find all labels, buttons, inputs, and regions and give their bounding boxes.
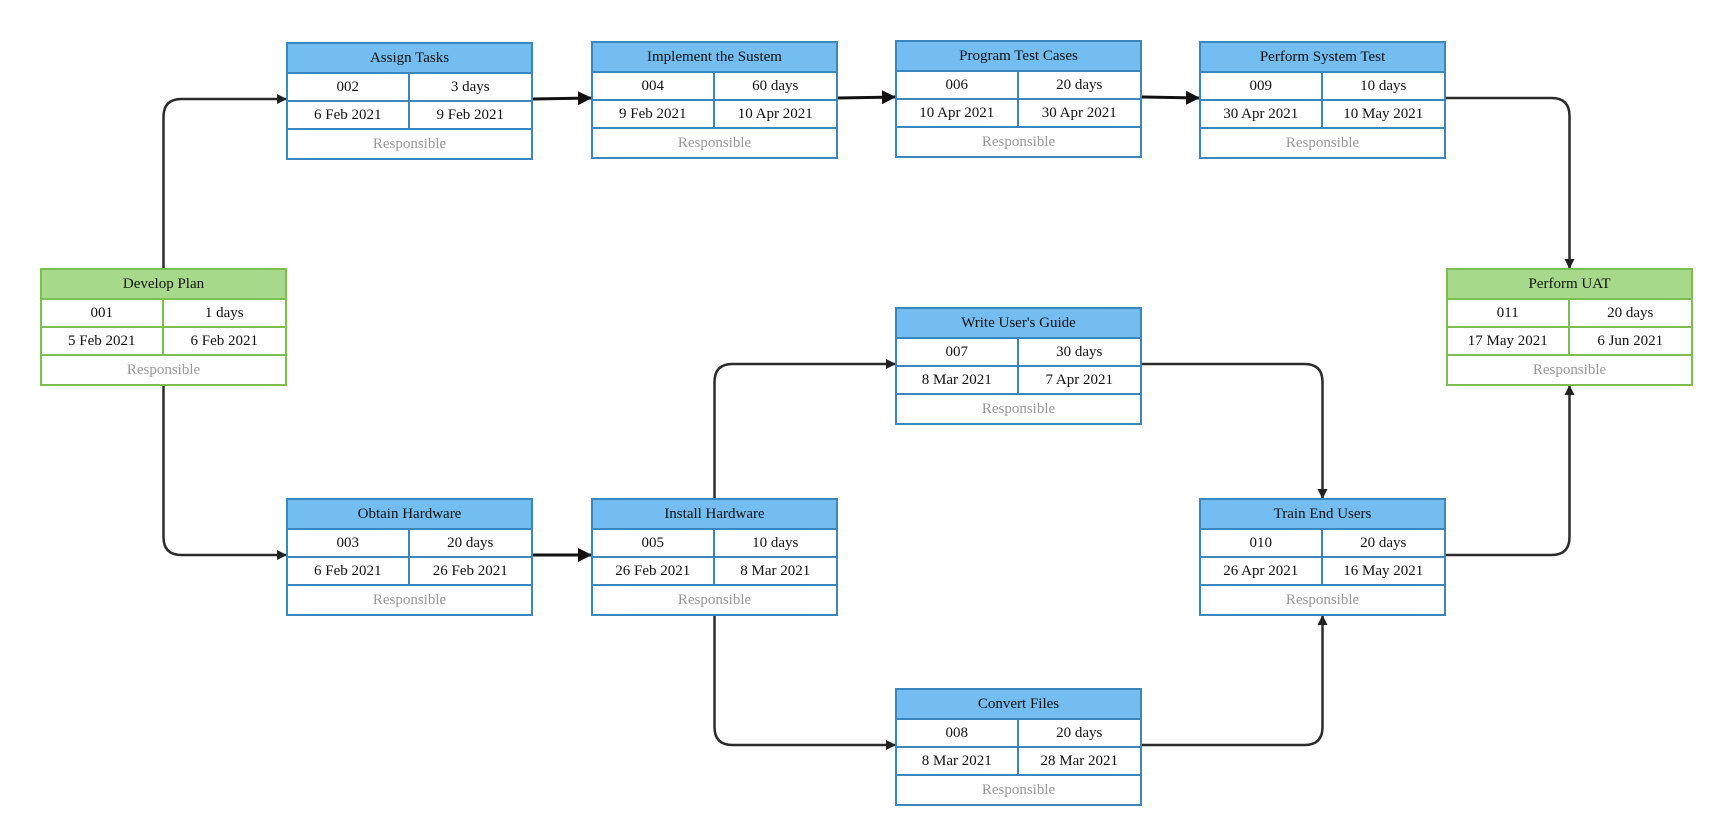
- task-node-implement-the-system[interactable]: Implement the Sustem 004 60 days 9 Feb 2…: [591, 41, 838, 159]
- task-start-date: 30 Apr 2021: [1201, 101, 1323, 129]
- connector-008-010: [1142, 615, 1328, 747]
- task-duration: 30 days: [1018, 339, 1140, 367]
- connector-009-011: [1446, 96, 1575, 269]
- task-responsible: Responsible: [677, 591, 752, 608]
- task-name: Develop Plan: [42, 270, 285, 300]
- task-duration: 10 days: [1322, 73, 1444, 101]
- task-finish-date: 28 Mar 2021: [1018, 748, 1140, 776]
- task-id: 008: [897, 720, 1019, 748]
- task-node-convert-files[interactable]: Convert Files 008 20 days 8 Mar 2021 28 …: [895, 688, 1142, 806]
- task-name: Train End Users: [1201, 500, 1444, 530]
- task-node-train-end-users[interactable]: Train End Users 010 20 days 26 Apr 2021 …: [1199, 498, 1446, 616]
- connector-001-002: [162, 94, 287, 268]
- task-start-date: 9 Feb 2021: [593, 101, 715, 129]
- task-finish-date: 6 Feb 2021: [163, 328, 285, 356]
- task-id: 005: [593, 530, 715, 558]
- task-node-write-users-guide[interactable]: Write User's Guide 007 30 days 8 Mar 202…: [895, 307, 1142, 425]
- connector-002-004: [532, 91, 592, 106]
- connector-001-003: [162, 386, 287, 560]
- task-name: Program Test Cases: [897, 42, 1140, 72]
- task-start-date: 10 Apr 2021: [897, 100, 1019, 128]
- task-duration: 3 days: [409, 74, 531, 102]
- task-node-obtain-hardware[interactable]: Obtain Hardware 003 20 days 6 Feb 2021 2…: [286, 498, 533, 616]
- connector-005-008: [713, 616, 896, 750]
- task-name: Assign Tasks: [288, 44, 531, 74]
- task-duration: 60 days: [714, 73, 836, 101]
- connector-010-011: [1446, 385, 1575, 557]
- task-id: 001: [42, 300, 164, 328]
- task-name: Write User's Guide: [897, 309, 1140, 339]
- task-finish-date: 9 Feb 2021: [409, 102, 531, 130]
- task-finish-date: 16 May 2021: [1322, 558, 1444, 586]
- task-id: 009: [1201, 73, 1323, 101]
- task-id: 006: [897, 72, 1019, 100]
- task-node-program-test-cases[interactable]: Program Test Cases 006 20 days 10 Apr 20…: [895, 40, 1142, 158]
- task-start-date: 26 Feb 2021: [593, 558, 715, 586]
- task-node-perform-system-test[interactable]: Perform System Test 009 10 days 30 Apr 2…: [1199, 41, 1446, 159]
- task-responsible: Responsible: [981, 400, 1056, 417]
- task-id: 011: [1448, 300, 1570, 328]
- task-id: 004: [593, 73, 715, 101]
- task-responsible: Responsible: [372, 135, 447, 152]
- task-duration: 10 days: [714, 530, 836, 558]
- task-name: Implement the Sustem: [593, 43, 836, 73]
- task-duration: 20 days: [1569, 300, 1691, 328]
- connector-006-009: [1141, 90, 1200, 105]
- connector-007-010: [1142, 362, 1328, 499]
- task-start-date: 26 Apr 2021: [1201, 558, 1323, 586]
- task-id: 010: [1201, 530, 1323, 558]
- task-responsible: Responsible: [1532, 361, 1607, 378]
- task-duration: 20 days: [1322, 530, 1444, 558]
- task-duration: 20 days: [1018, 720, 1140, 748]
- task-id: 007: [897, 339, 1019, 367]
- task-name: Install Hardware: [593, 500, 836, 530]
- task-responsible: Responsible: [126, 361, 201, 378]
- task-finish-date: 10 May 2021: [1322, 101, 1444, 129]
- task-finish-date: 26 Feb 2021: [409, 558, 531, 586]
- connector-004-006: [837, 90, 896, 105]
- task-responsible: Responsible: [677, 134, 752, 151]
- task-id: 003: [288, 530, 410, 558]
- task-responsible: Responsible: [1285, 591, 1360, 608]
- connector-005-007: [713, 359, 896, 498]
- task-start-date: 8 Mar 2021: [897, 367, 1019, 395]
- task-duration: 20 days: [1018, 72, 1140, 100]
- task-node-install-hardware[interactable]: Install Hardware 005 10 days 26 Feb 2021…: [591, 498, 838, 616]
- task-finish-date: 7 Apr 2021: [1018, 367, 1140, 395]
- task-responsible: Responsible: [981, 133, 1056, 150]
- task-name: Perform UAT: [1448, 270, 1691, 300]
- task-start-date: 17 May 2021: [1448, 328, 1570, 356]
- task-responsible: Responsible: [372, 591, 447, 608]
- task-responsible: Responsible: [981, 781, 1056, 798]
- task-finish-date: 8 Mar 2021: [714, 558, 836, 586]
- task-name: Obtain Hardware: [288, 500, 531, 530]
- task-name: Convert Files: [897, 690, 1140, 720]
- task-duration: 1 days: [163, 300, 285, 328]
- task-finish-date: 30 Apr 2021: [1018, 100, 1140, 128]
- task-finish-date: 6 Jun 2021: [1569, 328, 1691, 356]
- task-node-perform-uat[interactable]: Perform UAT 011 20 days 17 May 2021 6 Ju…: [1446, 268, 1693, 386]
- task-start-date: 6 Feb 2021: [288, 558, 410, 586]
- task-start-date: 5 Feb 2021: [42, 328, 164, 356]
- task-node-develop-plan[interactable]: Develop Plan 001 1 days 5 Feb 2021 6 Feb…: [40, 268, 287, 386]
- task-duration: 20 days: [409, 530, 531, 558]
- task-responsible: Responsible: [1285, 134, 1360, 151]
- task-id: 002: [288, 74, 410, 102]
- task-finish-date: 10 Apr 2021: [714, 101, 836, 129]
- task-node-assign-tasks[interactable]: Assign Tasks 002 3 days 6 Feb 2021 9 Feb…: [286, 42, 533, 160]
- task-start-date: 6 Feb 2021: [288, 102, 410, 130]
- task-name: Perform System Test: [1201, 43, 1444, 73]
- task-start-date: 8 Mar 2021: [897, 748, 1019, 776]
